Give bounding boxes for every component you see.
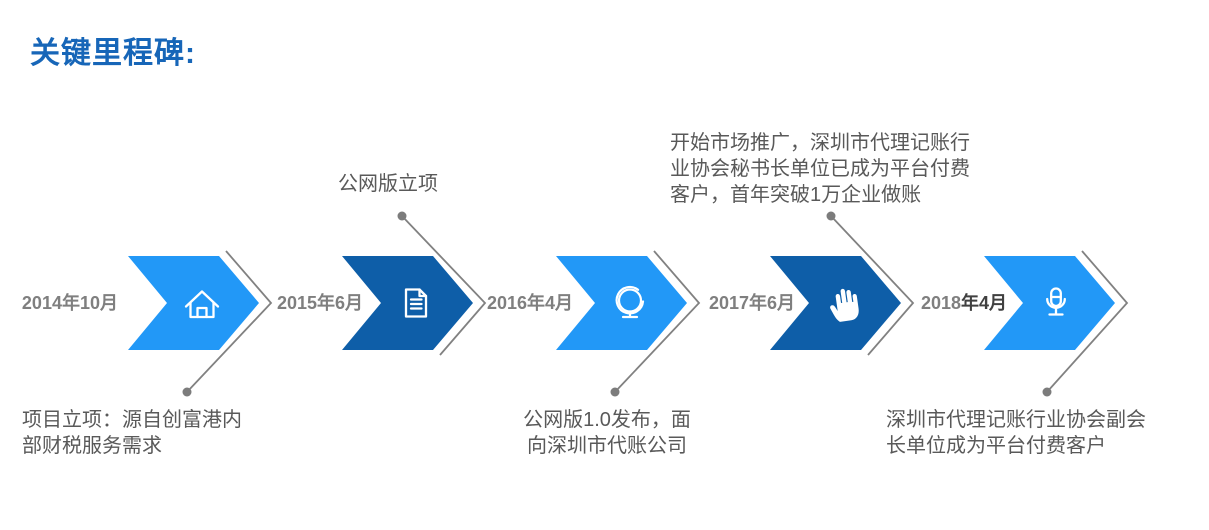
hand-icon bbox=[830, 288, 859, 322]
globe-icon bbox=[615, 285, 645, 319]
milestone-date-2018: 2018年4月 bbox=[857, 291, 1007, 315]
connector-dot bbox=[610, 387, 620, 397]
date-text-dark: 年4月 bbox=[960, 293, 1007, 313]
date-text: 2015年6月 bbox=[276, 293, 363, 313]
connector-dots bbox=[182, 211, 1052, 397]
milestone-chevron-2014 bbox=[128, 256, 259, 350]
page-title: 关键里程碑: bbox=[30, 37, 196, 70]
connector-line bbox=[1046, 250, 1129, 393]
date-text: 2017年6月 bbox=[708, 293, 795, 313]
connector-line bbox=[830, 215, 915, 356]
milestone-chevron-2018 bbox=[984, 256, 1115, 350]
milestone-chevron-2015 bbox=[342, 256, 473, 350]
date-text: 2018 bbox=[920, 293, 961, 313]
annotation-2015: 公网版立项 bbox=[338, 173, 438, 195]
milestone-chevron-2017 bbox=[770, 256, 901, 350]
date-text: 2016年4月 bbox=[486, 293, 573, 313]
milestone-date-2017: 2017年6月 bbox=[695, 291, 795, 315]
connector-dot bbox=[182, 387, 192, 397]
connector-dot bbox=[397, 211, 407, 221]
milestone-chevron-2016 bbox=[556, 256, 687, 350]
connector-lines bbox=[186, 215, 1129, 393]
annotation-2016: 公网版1.0发布，面 向深圳市代账公司 bbox=[523, 409, 691, 457]
document-icon bbox=[404, 288, 428, 318]
date-text: 2014年10月 bbox=[21, 293, 118, 313]
milestone-date-2016: 2016年4月 bbox=[473, 291, 573, 315]
connector-dot bbox=[826, 211, 836, 221]
connector-line bbox=[614, 250, 701, 393]
annotation-2014: 项目立项：源自创富港内 部财税服务需求 bbox=[22, 409, 242, 457]
milestone-date-2014: 2014年10月 bbox=[18, 291, 118, 315]
annotation-2017: 开始市场推广，深圳市代理记账行 业协会秘书长单位已成为平台付费 客户，首年突破1… bbox=[670, 132, 970, 206]
connector-line bbox=[186, 250, 273, 393]
connector-dot bbox=[1042, 387, 1052, 397]
home-icon bbox=[184, 290, 220, 319]
milestone-date-2015: 2015年6月 bbox=[263, 291, 363, 315]
annotation-2018: 深圳市代理记账行业协会副会 长单位成为平台付费客户 bbox=[886, 409, 1146, 457]
microphone-icon bbox=[1046, 287, 1066, 316]
connector-line bbox=[401, 215, 487, 356]
